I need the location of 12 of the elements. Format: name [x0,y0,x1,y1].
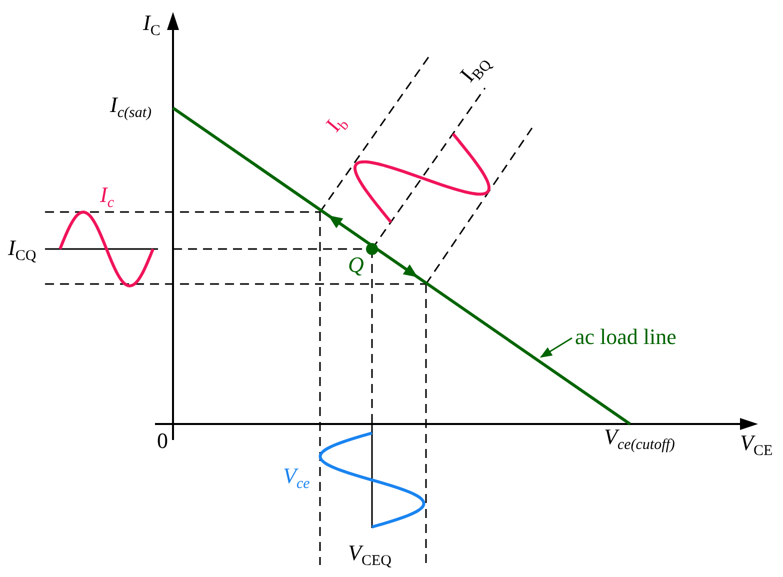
leader-line [540,337,572,358]
wave-label: I$_{c}$ [100,184,114,211]
axis-label: V$_{CE}$ [740,432,773,459]
axis-value-label: V$_{CEQ}$ [348,542,392,569]
axis-label: I$_{C}$ [143,12,160,39]
origin-label: 0 [157,430,168,452]
axis-value-label: I$_{c(sat)}$ [110,94,152,121]
annotation-text: ac load line [575,326,676,348]
axis-value-label: I$_{CQ}$ [8,237,36,264]
axis-value-label: V$_{ce(cutoff)}$ [604,426,675,453]
wave-label: V$_{ce}$ [283,465,310,492]
point-label: Q [348,254,364,276]
